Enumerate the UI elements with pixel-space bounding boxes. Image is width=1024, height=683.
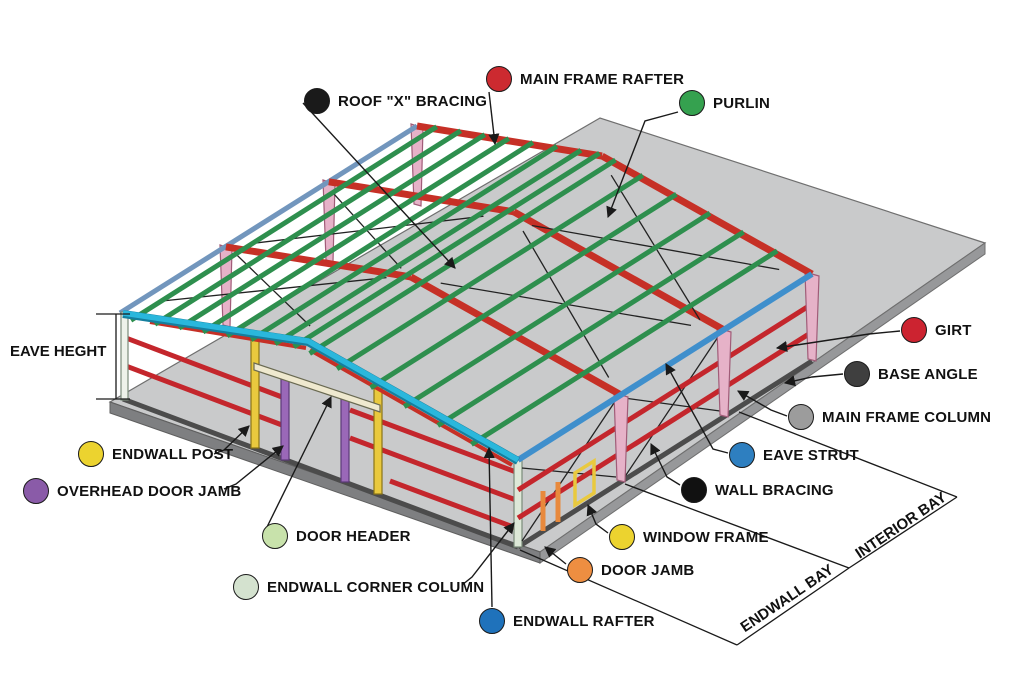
leader-lines	[213, 91, 901, 608]
callout-purlin: PURLIN	[679, 90, 770, 116]
main-frame-column-near-1	[613, 392, 629, 483]
endwall-corner-column-right	[513, 459, 523, 548]
eave-strut-dot	[729, 442, 755, 468]
door-header-member	[253, 362, 381, 413]
overhead-door-jamb-label: OVERHEAD DOOR JAMB	[57, 482, 242, 500]
purlin-dot	[679, 90, 705, 116]
main-frame-column-near-2	[716, 327, 732, 418]
endwall-rafter-dot	[479, 608, 505, 634]
endwall-rake-angle	[122, 310, 520, 465]
main-frame-rafter-label: MAIN FRAME RAFTER	[520, 70, 685, 88]
far-eave-member	[118, 123, 419, 316]
callout-wall-bracing: WALL BRACING	[681, 477, 834, 503]
main-frame-column-label: MAIN FRAME COLUMN	[822, 408, 992, 426]
callout-endwall-corner-column: ENDWALL CORNER COLUMN	[233, 574, 484, 600]
purlins	[129, 124, 779, 447]
window-frame-dot	[609, 524, 635, 550]
overhead-door-jamb-1	[280, 378, 290, 461]
eave-height-dimension	[96, 313, 130, 400]
endwall-post-1	[250, 333, 260, 449]
base-angle-dot	[844, 361, 870, 387]
main-frame-rafter-dot	[486, 66, 512, 92]
callout-base-angle: BASE ANGLE	[844, 361, 978, 387]
girt-label: GIRT	[935, 321, 972, 339]
endwall-rafter-label: ENDWALL RAFTER	[513, 612, 655, 630]
wall-x-bracing-lines	[521, 333, 721, 542]
base-angle-member	[122, 358, 814, 550]
callout-door-header: DOOR HEADER	[262, 523, 411, 549]
endwall-post-dot	[78, 441, 104, 467]
callout-overhead-door-jamb: OVERHEAD DOOR JAMB	[23, 478, 241, 504]
roof-x-bracing-dot	[304, 88, 330, 114]
sidewall-girts	[516, 301, 814, 521]
endwall-post-2	[373, 381, 383, 495]
girt-dot	[901, 317, 927, 343]
callout-window-frame: WINDOW FRAME	[609, 524, 769, 550]
door-jamb-label: DOOR JAMB	[601, 561, 695, 579]
wall-bracing-dot	[681, 477, 707, 503]
door-jamb-dot	[567, 557, 593, 583]
callout-endwall-post: ENDWALL POST	[78, 441, 233, 467]
endwall-framing	[120, 311, 523, 548]
wall-bracing-label: WALL BRACING	[715, 481, 834, 499]
main-frame-column-dot	[788, 404, 814, 430]
callout-door-jamb: DOOR JAMB	[567, 557, 694, 583]
main-frame-column-near-3	[804, 271, 820, 362]
roof-x-bracing-label: ROOF "X" BRACING	[338, 92, 488, 110]
callout-endwall-rafter: ENDWALL RAFTER	[479, 608, 655, 634]
eave-strut-member	[516, 271, 814, 463]
door-header-label: DOOR HEADER	[296, 527, 411, 545]
endwall-corner-column-left	[120, 311, 129, 401]
callout-main-frame-column: MAIN FRAME COLUMN	[788, 404, 991, 430]
window-frame-member	[573, 457, 596, 509]
endwall-corner-column-dot	[233, 574, 259, 600]
callout-main-frame-rafter: MAIN FRAME RAFTER	[486, 66, 684, 92]
overhead-door-jamb-2	[340, 398, 350, 483]
overhead-door-jamb-dot	[23, 478, 49, 504]
callout-girt: GIRT	[901, 317, 972, 343]
door-header-dot	[262, 523, 288, 549]
purlin-label: PURLIN	[713, 94, 771, 112]
endwall-post-label: ENDWALL POST	[112, 445, 234, 463]
window-frame-label: WINDOW FRAME	[643, 528, 769, 546]
eave-strut-label: EAVE STRUT	[763, 446, 859, 464]
callout-eave-strut: EAVE STRUT	[729, 442, 859, 468]
callout-roof-x-bracing: ROOF "X" BRACING	[304, 88, 487, 114]
endwall-corner-column-label: ENDWALL CORNER COLUMN	[267, 578, 485, 596]
near-sidewall	[516, 271, 820, 542]
bay-dimension-lines	[519, 411, 958, 646]
base-angle-label: BASE ANGLE	[878, 365, 978, 383]
eave-height-label: EAVE HEGHT	[10, 343, 107, 360]
